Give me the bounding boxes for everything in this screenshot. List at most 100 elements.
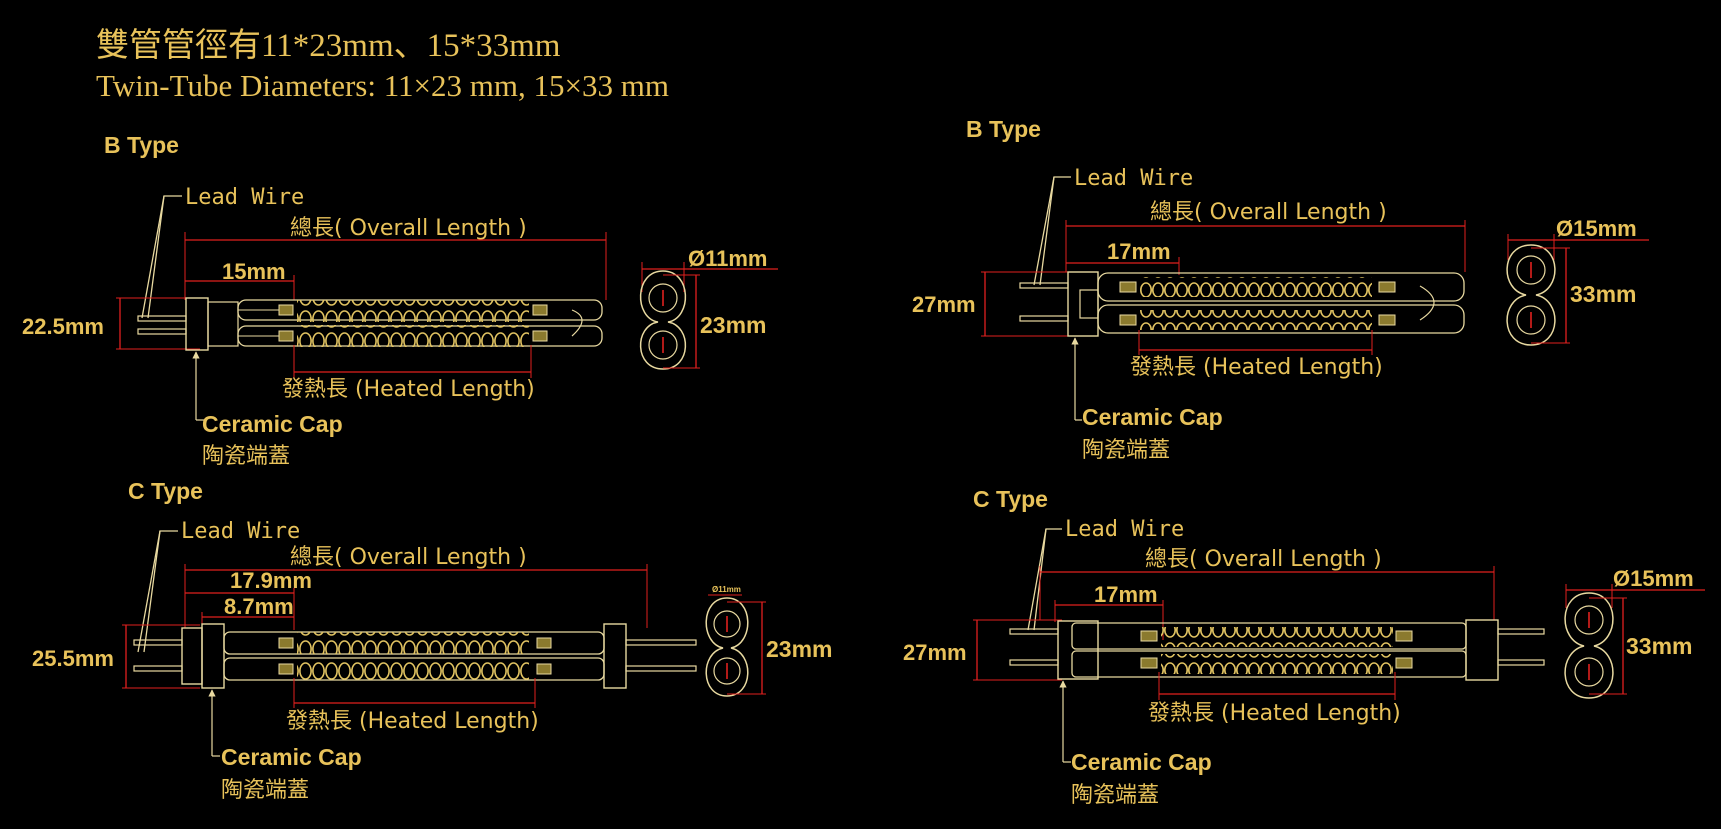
lead-wire-top <box>133 639 183 646</box>
lead-wire-right-top <box>625 639 697 646</box>
panel-b-type-11x23: B Type Lead Wire 總長( Overall Length ) 15… <box>22 132 778 469</box>
cap-inner <box>207 301 239 347</box>
ceramic-cap-label-zh: 陶瓷端蓋 <box>202 444 290 469</box>
end-view: Ø11mm 23mm <box>705 585 832 697</box>
height-dim-label: 25.5mm <box>32 646 114 671</box>
cap-offset-dim-label: 17.9mm <box>230 568 312 593</box>
tube-bore <box>648 283 678 313</box>
overall-length-label: 總長( Overall Length ) <box>290 216 527 241</box>
panel-type-title: C Type <box>128 478 203 504</box>
coil-clamp <box>1395 657 1413 669</box>
cap-inner <box>1079 289 1099 319</box>
coil-top <box>297 300 529 322</box>
twin-tube-profile <box>1564 592 1614 699</box>
cap-offset-dim-label-2: 8.7mm <box>224 594 294 619</box>
tube-bore <box>1516 255 1546 285</box>
coil-clamp <box>1378 314 1396 326</box>
coil-clamp <box>532 330 548 342</box>
lead-wire-bottom <box>1019 315 1069 322</box>
lead-wire-top <box>137 315 187 322</box>
span-label: 33mm <box>1570 281 1636 307</box>
span-label: 23mm <box>766 636 832 662</box>
overall-length-label: 總長( Overall Length ) <box>1150 200 1387 225</box>
coil-clamp <box>536 663 552 675</box>
heated-length-label: 發熱長 (Heated Length) <box>282 377 535 402</box>
lead-wire-leader-2 <box>141 195 165 319</box>
overall-length-label: 總長( Overall Length ) <box>290 545 527 570</box>
ceramic-cap-label: Ceramic Cap <box>221 744 362 770</box>
coil-clamp <box>1378 281 1396 293</box>
lead-wire-leader-2 <box>137 530 161 653</box>
lead-wire-right-bottom <box>625 665 697 672</box>
twin-tube-profile <box>639 270 687 370</box>
span-label: 33mm <box>1626 633 1692 659</box>
ceramic-cap <box>1067 271 1099 337</box>
span-label: 23mm <box>700 312 766 338</box>
ceramic-cap-label: Ceramic Cap <box>202 411 343 437</box>
panel-c-type-11x23: C Type Lead Wire 總長( Overall Length ) 17… <box>32 478 832 803</box>
panel-type-title: C Type <box>973 486 1048 512</box>
end-view: Ø15mm 33mm <box>1564 566 1705 699</box>
tube-bore <box>648 330 678 360</box>
tube-bore <box>713 657 741 685</box>
twin-tube-profile <box>705 597 749 697</box>
lead-wire-leader-2 <box>1027 528 1047 631</box>
tube-bore <box>1574 605 1604 635</box>
coil-clamp <box>278 637 294 649</box>
cap-offset-dim-label: 15mm <box>222 259 286 284</box>
height-dim-label: 27mm <box>912 292 976 317</box>
diameter-label: Ø11mm <box>688 246 768 271</box>
lead-wire-bottom <box>1009 659 1059 666</box>
lead-wire-right-top <box>1497 628 1545 635</box>
lead-wire-right-bottom <box>1497 659 1545 666</box>
lead-wire-leader-2 <box>1033 176 1055 286</box>
tube-top <box>1097 272 1465 302</box>
tube-bottom <box>1097 304 1465 334</box>
coil-clamp <box>278 663 294 675</box>
panel-type-title: B Type <box>966 116 1041 142</box>
coil-top <box>1140 277 1372 297</box>
tube-bore <box>1516 305 1546 335</box>
header-title-en: Twin-Tube Diameters: 11×23 mm, 15×33 mm <box>96 68 669 103</box>
heated-length-label: 發熱長 (Heated Length) <box>1130 355 1383 380</box>
tube-bore <box>1574 657 1604 687</box>
ceramic-cap <box>181 627 203 685</box>
ceramic-cap-label-zh: 陶瓷端蓋 <box>1082 438 1170 463</box>
coil-clamp <box>278 330 294 342</box>
lead-wire-top <box>1019 282 1069 289</box>
coil-clamp <box>532 304 548 316</box>
coil-clamp <box>278 304 294 316</box>
coil-top <box>1161 627 1393 647</box>
overall-length-label: 總長( Overall Length ) <box>1145 547 1382 572</box>
tube-end-loop <box>571 309 583 337</box>
height-dim-label: 27mm <box>903 640 967 665</box>
tube-end-loop <box>1419 285 1435 321</box>
cap-offset-dim-label: 17mm <box>1107 239 1171 264</box>
coil-clamp <box>1140 657 1158 669</box>
lead-wire-label: Lead Wire <box>181 519 300 544</box>
lead-wire-label: Lead Wire <box>1074 166 1193 191</box>
coil-bottom <box>297 658 529 680</box>
panel-b-type-15x33: B Type Lead Wire 總長( Overall Length ) 17… <box>912 116 1649 463</box>
header-title-zh: 雙管管徑有11*23mm、15*33mm <box>96 27 561 64</box>
lead-wire-leader <box>1033 528 1062 631</box>
diameter-label: Ø15mm <box>1613 566 1694 591</box>
diameter-label: Ø15mm <box>1556 216 1637 241</box>
end-view: Ø11mm 23mm <box>639 246 778 370</box>
cap-inner <box>201 623 225 689</box>
ceramic-cap-label: Ceramic Cap <box>1082 404 1223 430</box>
tube-bore <box>713 610 741 638</box>
ceramic-cap-right <box>1465 619 1499 681</box>
coil-bottom <box>297 325 529 347</box>
lead-wire-bottom <box>137 328 187 335</box>
diameter-label: Ø11mm <box>712 585 741 594</box>
cap-offset-dim-label: 17mm <box>1094 582 1158 607</box>
lead-wire-label: Lead Wire <box>1065 517 1184 542</box>
coil-clamp <box>1119 314 1137 326</box>
end-view: Ø15mm 33mm <box>1506 216 1649 346</box>
lead-wire-bottom <box>133 665 183 672</box>
coil-clamp <box>1140 630 1158 642</box>
coil-bottom <box>1140 310 1372 330</box>
